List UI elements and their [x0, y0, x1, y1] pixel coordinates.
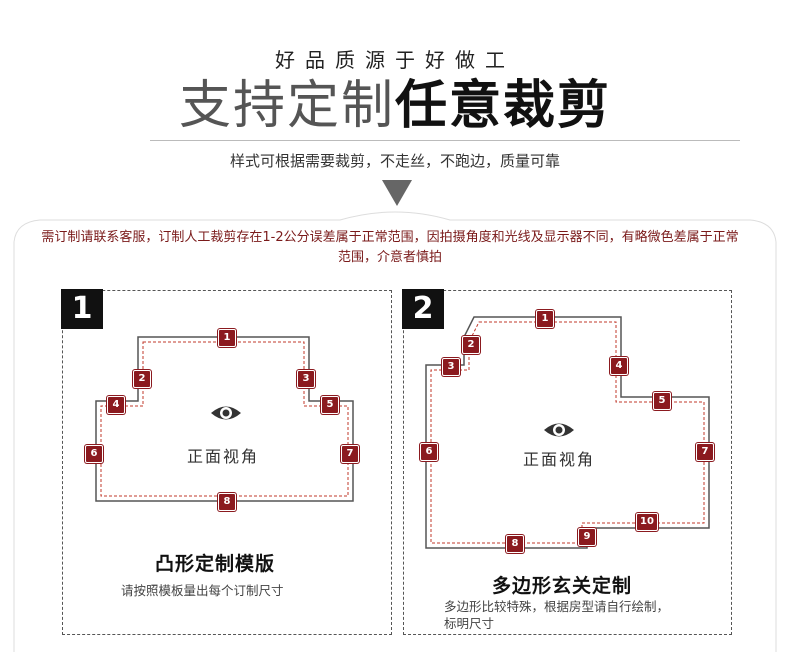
dimension-marker-6: 6 [85, 445, 103, 463]
dimension-marker-7: 7 [341, 445, 359, 463]
panel-number: 2 [402, 289, 444, 329]
down-arrow-icon [382, 180, 412, 206]
dimension-marker-2: 2 [462, 336, 480, 354]
title-divider [150, 140, 740, 141]
dimension-marker-1: 1 [536, 310, 554, 328]
title-bold: 任意裁剪 [395, 76, 612, 136]
dimension-marker-2: 2 [133, 370, 151, 388]
tagline: 好品质源于好做工 [275, 48, 515, 72]
dimension-marker-6: 6 [420, 443, 438, 461]
template-panel-convex: 1 正面视角 凸形定制模版 请按照模板量出每个订制尺寸 1 2 3 4 5 6 7 8 [61, 289, 392, 635]
dimension-marker-5: 5 [321, 396, 339, 414]
subtitle: 样式可根据需要裁剪，不走丝，不跑边，质量可靠 [229, 152, 560, 170]
dimension-marker-3: 3 [442, 358, 460, 376]
template-title: 凸形定制模版 [155, 553, 276, 575]
dimension-marker-4: 4 [107, 396, 125, 414]
template-desc: 请按照模板量出每个订制尺寸 [121, 583, 284, 598]
dimension-marker-9: 9 [578, 528, 596, 546]
template-desc-line1: 多边形比较特殊，根据房型请自行绘制， [444, 599, 670, 614]
page-title: 支持定制任意裁剪 [0, 76, 790, 136]
panel-number: 1 [61, 289, 103, 329]
view-label: 正面视角 [187, 447, 260, 466]
dimension-marker-3: 3 [297, 370, 315, 388]
template-panel-polygon: 2 正面视角 多边形玄关定制 多边形比较特殊，根据房型请自行绘制， 标明尺寸 1… [402, 289, 732, 635]
dimension-marker-4: 4 [610, 357, 628, 375]
eye-icon [544, 423, 574, 437]
view-label: 正面视角 [523, 450, 596, 469]
dimension-marker-1: 1 [218, 329, 236, 347]
custom-notice: 需订制请联系客服，订制人工裁剪存在1-2公分误差属于正常范围，因拍摄角度和光线及… [41, 230, 739, 265]
template-desc-line2: 标明尺寸 [444, 616, 495, 631]
dimension-marker-5: 5 [653, 392, 671, 410]
dimension-marker-7: 7 [696, 443, 714, 461]
title-light: 支持定制 [178, 76, 395, 136]
eye-icon [211, 406, 241, 420]
template-title: 多边形玄关定制 [492, 575, 633, 597]
dimension-marker-10: 10 [636, 513, 658, 531]
dimension-marker-8: 8 [218, 493, 236, 511]
dimension-marker-8: 8 [506, 535, 524, 553]
